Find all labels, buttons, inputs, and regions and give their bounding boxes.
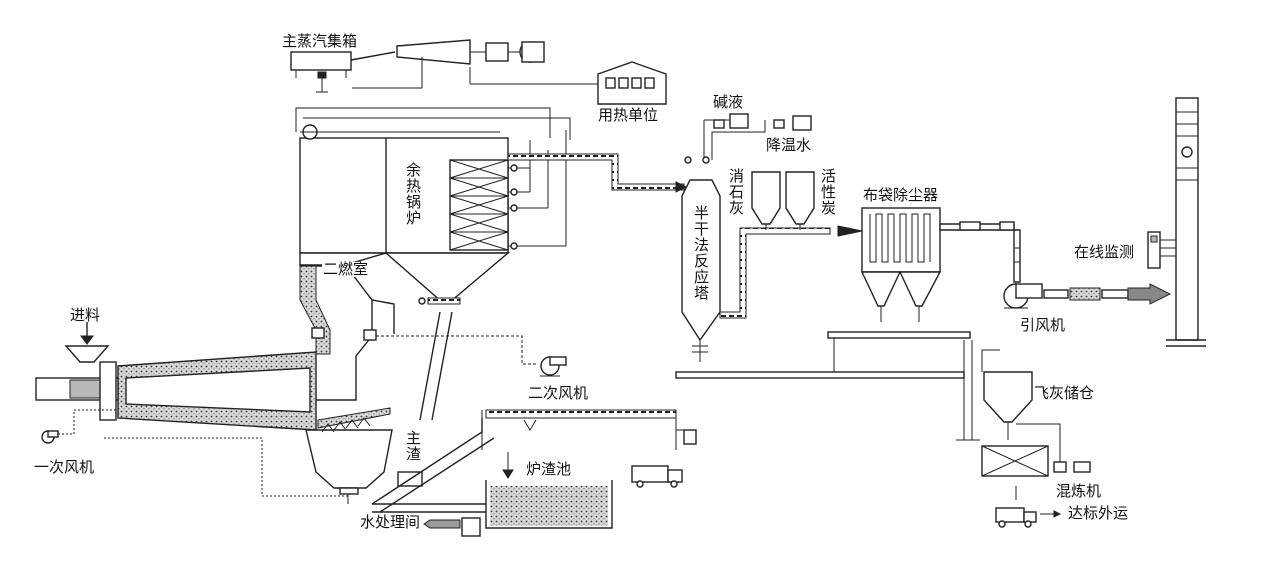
activated-carbon-label: 活性炭 [819,168,837,216]
waste-heat-boiler-label: 余热锅炉 [404,162,422,226]
bag-filter [860,207,942,322]
chimney-stack [1166,97,1206,347]
rotary-kiln [35,322,317,431]
mixer-label: 混炼机 [1056,482,1102,500]
feed-label: 进料 [70,306,101,324]
slaked-lime-label: 消石灰 [727,168,745,216]
slag-conveyor [371,409,697,513]
fly-ash-silo-label: 飞灰储仓 [1034,384,1095,402]
secondary-chamber-label: 二燃室 [322,260,370,278]
primary-fan [41,409,350,497]
activated-carbon-silo [785,171,815,230]
alkali-liquid-label: 碱液 [713,93,744,111]
cooling-water-tank [684,115,812,164]
slaked-lime-silo [751,171,781,230]
semi-dry-reactor-label: 半干法反应塔 [692,205,710,301]
secondary-fan-label: 二次风机 [528,384,589,402]
secondary-fan [376,335,567,377]
primary-fan-label: 一次风机 [34,458,95,476]
ash-conveyors [675,331,980,441]
transport-out-label: 达标外运 [1068,504,1129,522]
slag-pool-label: 炉渣池 [526,460,572,478]
main-slag-label: 主渣 [404,430,422,462]
cooling-water-label: 降温水 [766,136,812,154]
heat-user-building [469,61,667,105]
reactor-to-filter-duct [719,225,863,319]
mixer-machine [981,423,1091,477]
slag-pool [372,480,613,537]
filter-to-fan-duct [939,221,1021,283]
heat-user-label: 用热单位 [598,106,659,124]
online-monitoring-cabinet [1147,231,1176,269]
slag-truck [631,465,683,488]
boiler-outlet-duct [507,153,688,193]
online-monitoring-label: 在线监测 [1074,243,1135,261]
secondary-combustion-chamber [299,265,395,504]
induced-draft-fan [1003,283,1172,309]
steam-turbine-generator [350,39,545,89]
bag-filter-label: 布袋除尘器 [863,186,939,204]
main-steam-header-label: 主蒸汽集箱 [282,32,358,50]
fly-ash-silo [981,349,1033,440]
main-steam-header [290,51,352,93]
induced-draft-fan-label: 引风机 [1020,316,1066,334]
alkali-tank [703,113,749,160]
transport-truck [995,486,1062,528]
water-treatment-label: 水处理间 [360,513,421,531]
